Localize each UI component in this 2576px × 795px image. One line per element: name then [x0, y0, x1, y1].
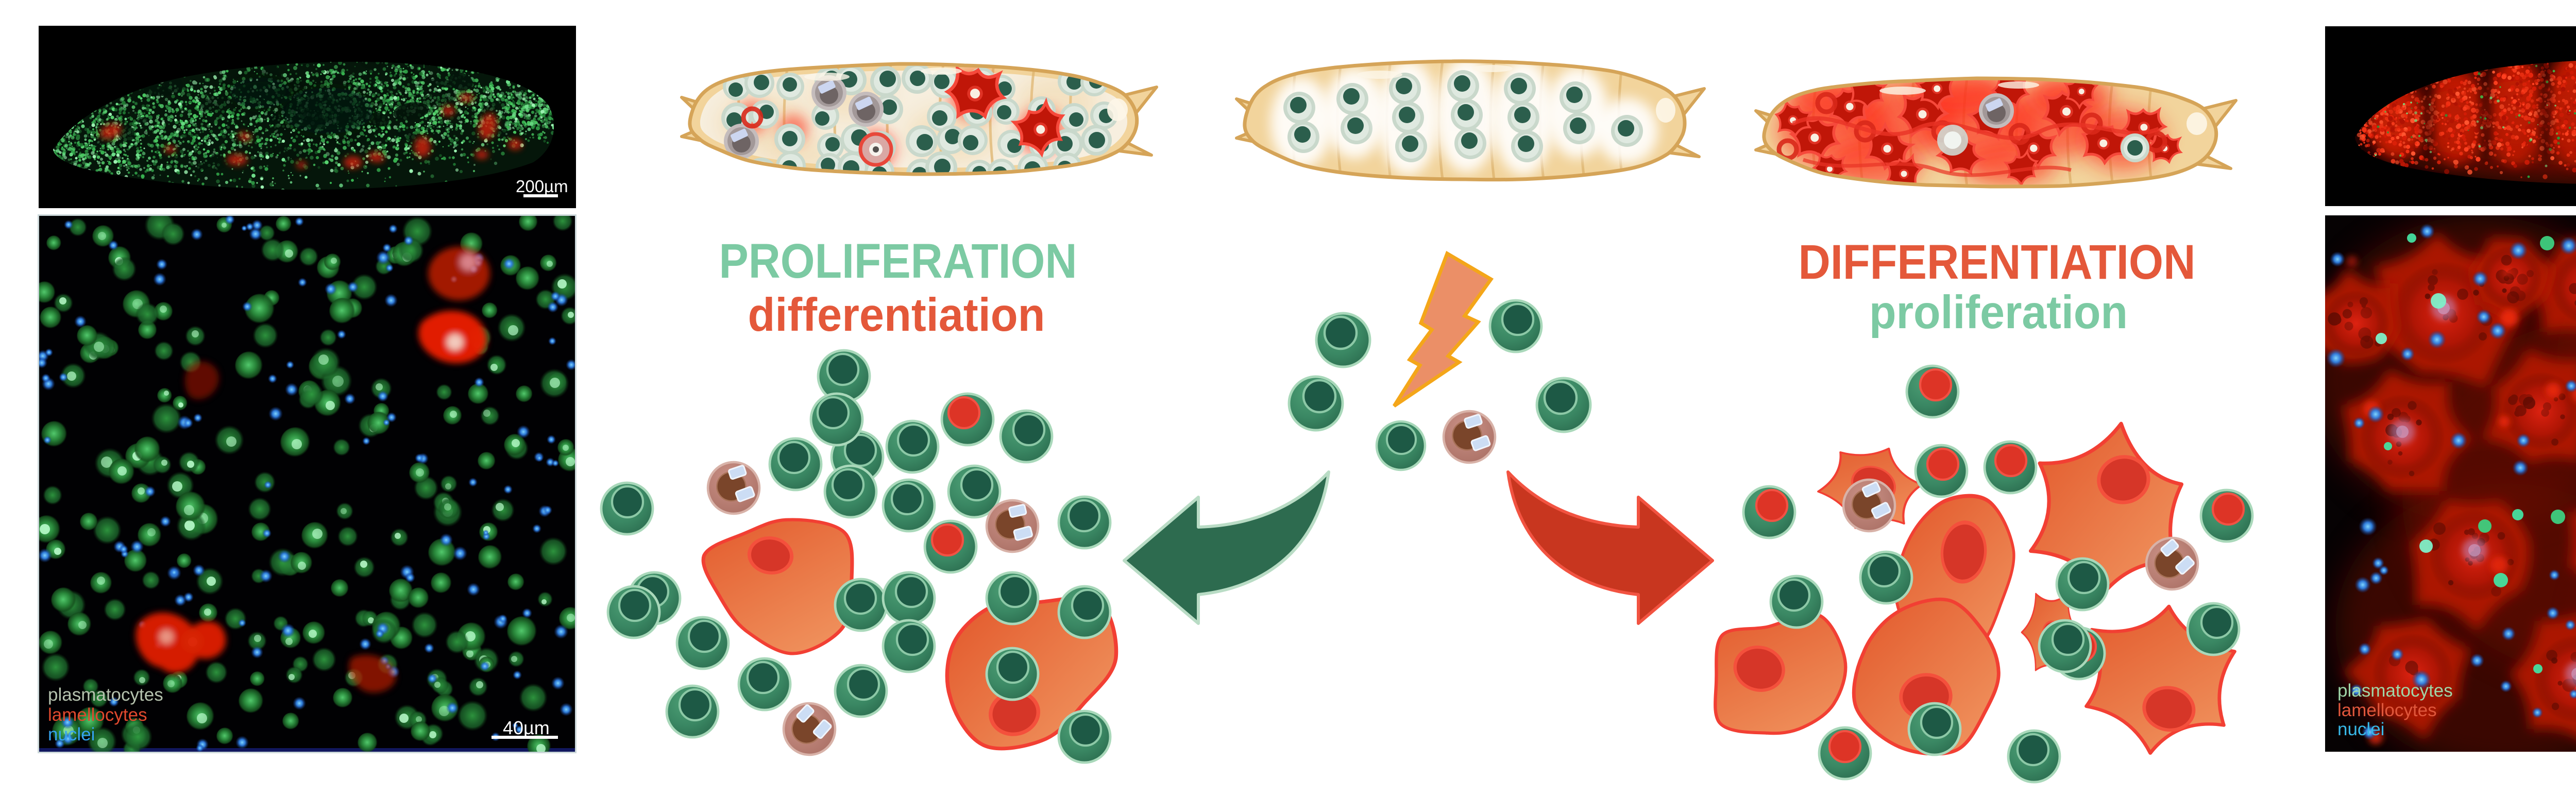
svg-text:nuclei: nuclei: [48, 724, 95, 745]
svg-text:40µm: 40µm: [503, 717, 550, 738]
svg-text:plasmatocytes: plasmatocytes: [48, 685, 163, 705]
svg-text:lamellocytes: lamellocytes: [48, 705, 147, 725]
svg-text:200µm: 200µm: [516, 177, 568, 196]
